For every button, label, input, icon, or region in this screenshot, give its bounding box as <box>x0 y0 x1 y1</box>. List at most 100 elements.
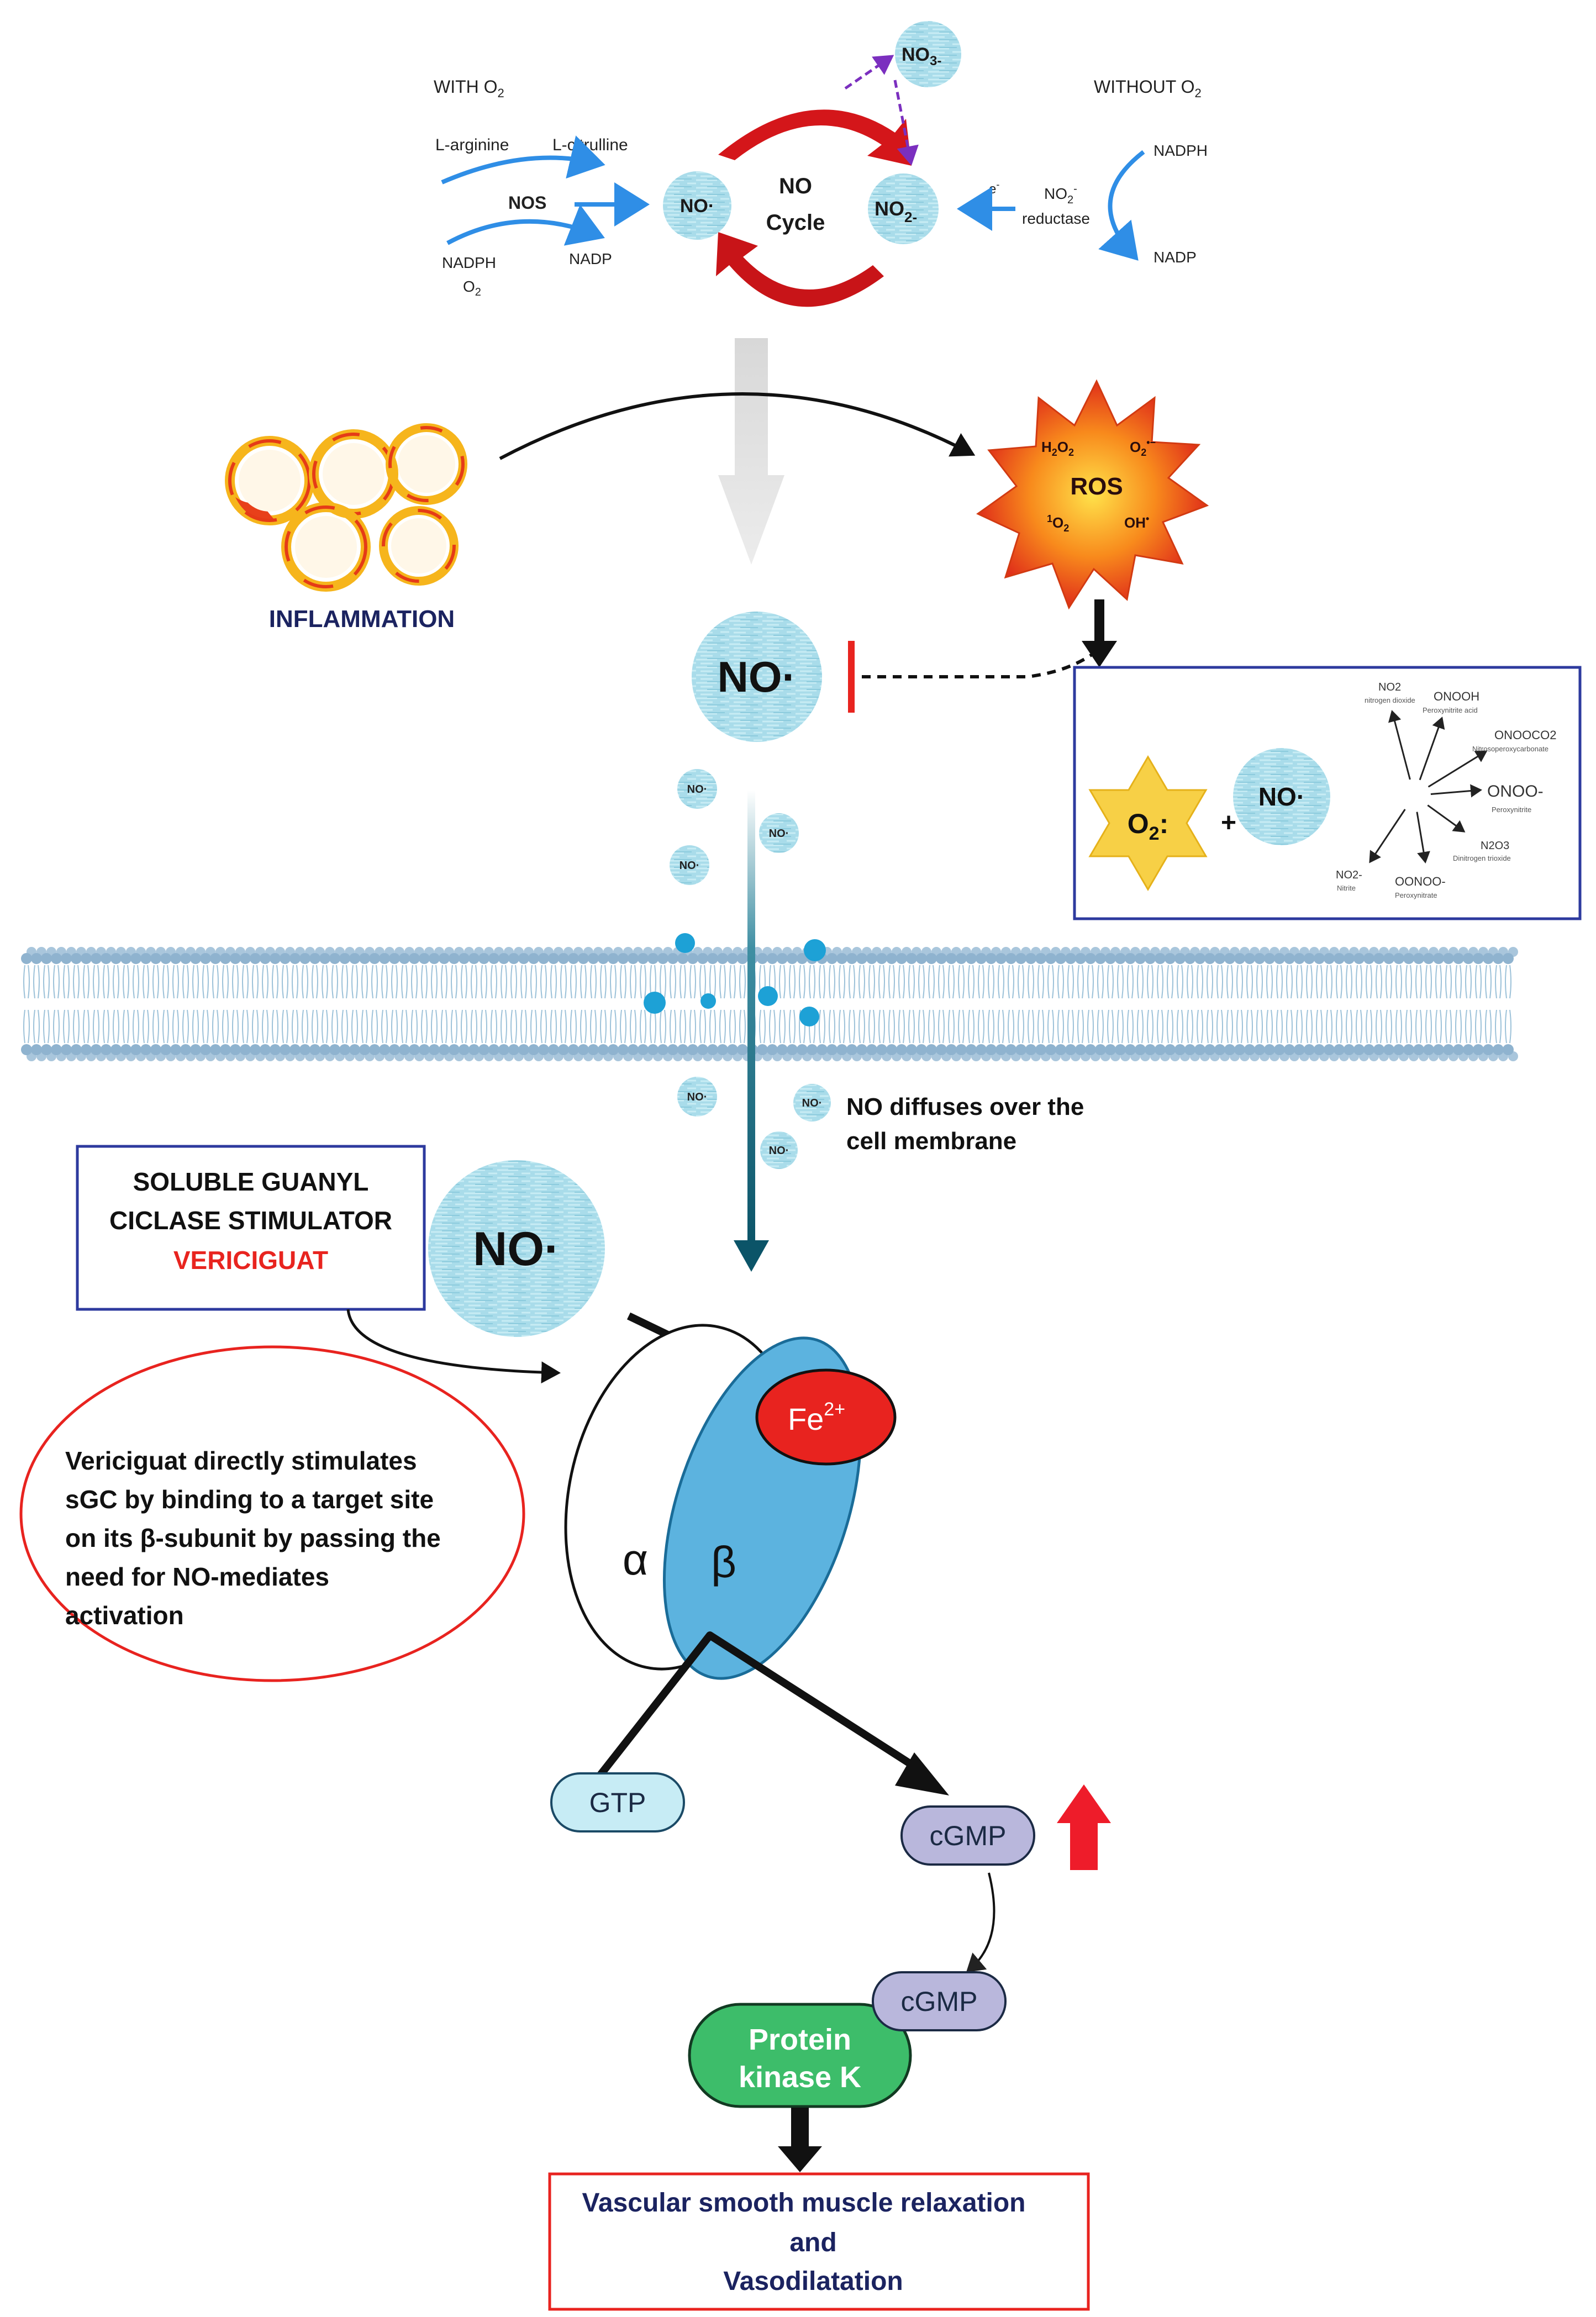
lipid-tail <box>1077 1009 1084 1044</box>
lipid-head <box>240 953 251 964</box>
lipid-tail <box>292 1009 298 1044</box>
lipid-head <box>1174 1044 1186 1055</box>
lipid-head <box>1304 1044 1315 1055</box>
lipid-tail <box>202 965 209 999</box>
no-molecule <box>799 1007 819 1026</box>
lipid-head <box>1184 953 1195 964</box>
lipid-head <box>598 953 609 964</box>
lipid-head <box>41 953 52 964</box>
product-formula: N2O3 <box>1481 840 1509 852</box>
small-no-label: NO· <box>802 1097 823 1109</box>
lipid-tail <box>1475 965 1482 999</box>
lipid-tail <box>331 965 338 999</box>
lipid-head <box>170 953 181 964</box>
cycle-no2-label: NO2- <box>875 197 917 225</box>
lipid-tail <box>1395 965 1402 999</box>
lipid-tail <box>779 965 786 999</box>
lipid-head <box>528 953 539 964</box>
lipid-tail <box>1216 1009 1223 1044</box>
lipid-tail <box>501 1009 507 1044</box>
lipid-tail <box>1037 965 1044 999</box>
lipid-head <box>1314 1044 1325 1055</box>
lipid-tail <box>759 1009 766 1044</box>
lipid-tail <box>252 1009 259 1044</box>
lipid-head <box>409 1044 420 1055</box>
lipid-tail <box>391 1009 398 1044</box>
lipid-head <box>478 1044 489 1055</box>
membrane-molecules <box>644 933 826 1026</box>
pk-down-arrowhead <box>778 2146 822 2172</box>
lipid-tail <box>1306 965 1313 999</box>
lipid-tail <box>958 965 965 999</box>
lipid-head <box>588 953 599 964</box>
lipid-head <box>966 953 977 964</box>
lipid-tail <box>849 1009 855 1044</box>
lipid-tail <box>1147 965 1153 999</box>
lipid-head <box>101 953 112 964</box>
cgmp-to-pk-arrow <box>966 1872 995 1973</box>
lipid-tail <box>1405 1009 1412 1044</box>
lipid-tail <box>401 1009 408 1044</box>
lipid-tail <box>1366 965 1372 999</box>
lipid-head <box>618 953 629 964</box>
lipid-head <box>1393 1044 1404 1055</box>
ros-hydroxyl: OH• <box>1124 513 1149 531</box>
lipid-tail <box>282 1009 288 1044</box>
lower-no-label: NO· <box>473 1223 560 1276</box>
lipid-head <box>419 953 430 964</box>
cycle-title-1: NO <box>779 174 812 198</box>
lipid-tail <box>779 1009 786 1044</box>
lipid-head <box>727 953 738 964</box>
lipid-tail <box>610 1009 617 1044</box>
lipid-tail <box>1226 965 1233 999</box>
lipid-tail <box>481 1009 487 1044</box>
lipid-tail <box>431 1009 438 1044</box>
lipid-head <box>180 953 191 964</box>
lipid-tail <box>1236 965 1243 999</box>
diffuses-label-2: cell membrane <box>846 1128 1016 1155</box>
lipid-tail <box>1445 1009 1452 1044</box>
product-formula: NO2- <box>1336 869 1362 881</box>
lipid-tail <box>152 965 159 999</box>
lipid-tail <box>1445 965 1452 999</box>
sgc-stimulator-box <box>76 1145 426 1311</box>
lipid-tail <box>1395 1009 1402 1044</box>
lipid-tail <box>421 1009 428 1044</box>
lipid-head <box>956 1044 967 1055</box>
lipid-head <box>856 1044 867 1055</box>
lipid-tail <box>451 1009 457 1044</box>
lipid-head <box>1453 953 1464 964</box>
lipid-head <box>498 953 509 964</box>
lipid-head <box>190 1044 201 1055</box>
lipid-head <box>1363 953 1374 964</box>
lipid-head <box>329 953 340 964</box>
lipid-tail <box>1018 965 1024 999</box>
lipid-head <box>1353 953 1365 964</box>
lipid-tail <box>302 1009 308 1044</box>
lipid-head <box>230 953 241 964</box>
lipid-tail <box>451 965 457 999</box>
lipid-head <box>777 1044 788 1055</box>
lipid-tail <box>918 965 925 999</box>
lipid-head <box>1383 953 1394 964</box>
lipid-head <box>101 1044 112 1055</box>
lipid-head <box>667 953 678 964</box>
lipid-tail <box>689 1009 696 1044</box>
lipid-head <box>807 1044 818 1055</box>
lipid-head <box>986 953 997 964</box>
lipid-tail <box>1226 1009 1233 1044</box>
lipid-head <box>210 1044 221 1055</box>
lipid-head <box>359 953 370 964</box>
lipid-head <box>71 953 82 964</box>
lipid-tail <box>1137 1009 1144 1044</box>
lipid-tail <box>1256 965 1263 999</box>
lipid-head <box>1443 1044 1454 1055</box>
lipid-head <box>449 1044 460 1055</box>
lipid-head <box>1125 1044 1136 1055</box>
ros-down-arrowhead <box>1082 641 1117 667</box>
lipid-tail <box>1177 965 1183 999</box>
lipid-head <box>1005 953 1016 964</box>
lipid-head <box>1065 953 1076 964</box>
lipid-tail <box>1296 965 1303 999</box>
lipid-tail <box>1087 965 1094 999</box>
